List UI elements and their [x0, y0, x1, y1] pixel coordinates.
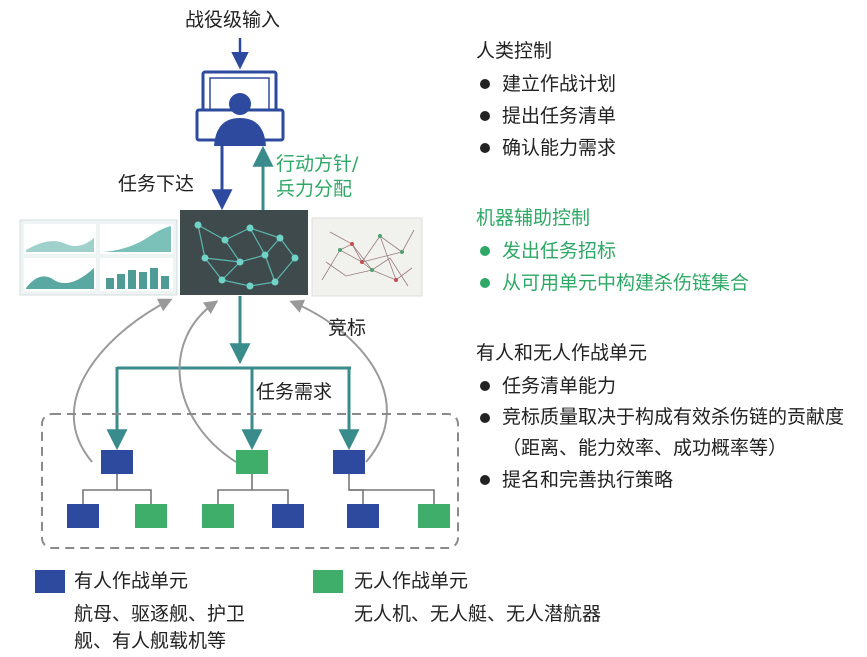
- list-item: 提出任务清单: [476, 100, 616, 132]
- task-demand-label: 任务需求: [256, 381, 333, 403]
- bid-label: 竞标: [328, 317, 367, 339]
- unmanned-unit-node: [236, 450, 268, 474]
- list-item: 任务清单能力: [476, 370, 861, 402]
- task-issue-label: 任务下达: [118, 173, 195, 195]
- human-control-list: 建立作战计划 提出任务清单 确认能力需求: [476, 68, 616, 164]
- bid-arrow-left: [72, 298, 173, 463]
- network-hub-image: [180, 210, 308, 295]
- manned-legend-swatch: [35, 570, 65, 593]
- bid-arrow-right: [289, 299, 388, 463]
- manned-unit-node: [67, 504, 99, 528]
- units-title: 有人和无人作战单元: [476, 342, 648, 364]
- action-policy-label: 行动方针/: [276, 153, 359, 175]
- unmanned-unit-node: [202, 504, 234, 528]
- unmanned-legend-desc: 无人机、无人艇、无人潜航器: [354, 603, 602, 625]
- list-item: 建立作战计划: [476, 68, 616, 100]
- analytics-dashboard-image: [19, 219, 178, 296]
- machine-control-list: 发出任务招标 从可用单元中构建杀伤链集合: [476, 235, 749, 299]
- list-item: 提名和完善执行策略: [476, 464, 861, 496]
- list-item: 竞标质量取决于构成有效杀伤链的贡献度（距离、能力效率、成功概率等）: [476, 402, 861, 464]
- manned-unit-node: [347, 504, 379, 528]
- unmanned-legend-label: 无人作战单元: [354, 570, 469, 592]
- input-label: 战役级输入: [185, 9, 281, 31]
- manned-legend-desc-line1: 航母、驱逐舰、护卫: [74, 603, 246, 625]
- manned-unit-node: [272, 504, 304, 528]
- bid-arrow-mid: [178, 300, 237, 463]
- units-list: 任务清单能力 竞标质量取决于构成有效杀伤链的贡献度（距离、能力效率、成功概率等）…: [476, 370, 861, 496]
- unmanned-unit-node: [418, 504, 450, 528]
- operator-workstation-icon: [195, 70, 285, 146]
- units-boundary: [41, 413, 459, 549]
- manned-legend-desc-line2: 舰、有人舰载机等: [74, 630, 227, 652]
- manned-unit-node: [333, 450, 365, 474]
- unmanned-legend-swatch: [313, 570, 343, 593]
- manned-legend-label: 有人作战单元: [74, 570, 189, 592]
- unmanned-unit-node: [135, 504, 167, 528]
- machine-control-title: 机器辅助控制: [476, 207, 591, 229]
- list-item: 从可用单元中构建杀伤链集合: [476, 267, 749, 299]
- list-item: 确认能力需求: [476, 132, 616, 164]
- force-allocation-label: 兵力分配: [276, 178, 353, 200]
- manned-unit-node: [101, 450, 133, 474]
- human-control-title: 人类控制: [476, 40, 553, 62]
- kill-chain-map-image: [311, 217, 423, 297]
- list-item: 发出任务招标: [476, 235, 749, 267]
